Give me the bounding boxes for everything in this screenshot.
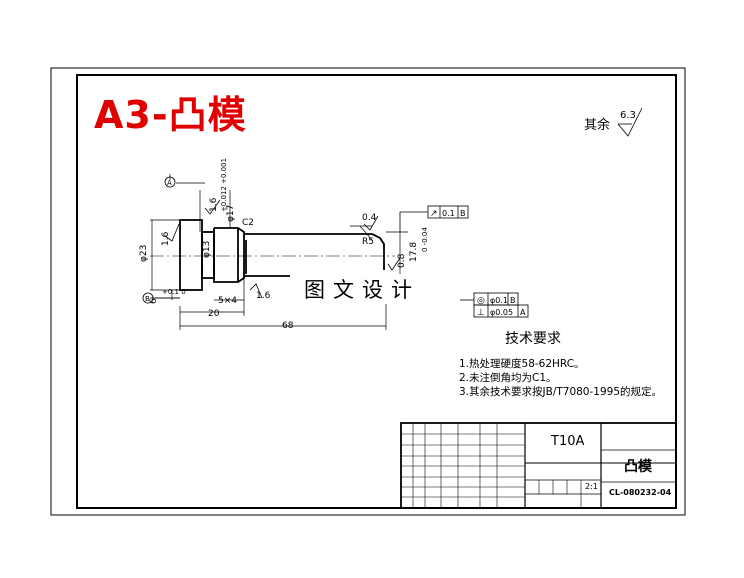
perpendicularity-icon: ⊥ bbox=[477, 308, 485, 318]
concentricity-datum: B bbox=[510, 296, 516, 305]
part-profile bbox=[179, 219, 385, 291]
runout-datum: B bbox=[460, 209, 466, 218]
dim-d178-tol: 0 -0.04 bbox=[421, 227, 429, 252]
dim-chamfer: C2 bbox=[242, 218, 254, 228]
drawing-number: CL-080232-04 bbox=[609, 488, 672, 497]
dim-16-left: 1.6 bbox=[161, 231, 171, 246]
concentricity-value: φ0.1 bbox=[490, 296, 508, 305]
dim-len68: 68 bbox=[282, 321, 294, 331]
dim-rough-04: 0.4 bbox=[362, 213, 377, 223]
dim-d23: φ23 bbox=[139, 245, 149, 262]
title-block bbox=[400, 422, 677, 509]
part-name-label: 凸模 bbox=[624, 459, 652, 475]
datum-symbols bbox=[142, 176, 180, 304]
dim-d17-tol: +0.012 +0.001 bbox=[220, 158, 228, 212]
outer-border bbox=[50, 67, 686, 516]
requirement-item-1: 1.热处理硬度58-62HRC。 bbox=[459, 358, 585, 370]
dimension-texts: φ23 1.6 φ13 1.6 φ17 +0.012 +0.001 C2 R5 … bbox=[139, 110, 636, 331]
dimension-lines bbox=[150, 174, 408, 330]
perpendicularity-datum: A bbox=[520, 308, 526, 317]
dim-groove: 5×4 bbox=[218, 296, 237, 306]
dim-d13: φ13 bbox=[202, 241, 212, 258]
perpendicularity-value: φ0.05 bbox=[490, 308, 513, 317]
rest-roughness-label: 其余 bbox=[584, 118, 611, 133]
rest-roughness-value: 6.3 bbox=[620, 110, 636, 121]
requirements-heading: 技术要求 bbox=[505, 331, 561, 347]
dim-radius: R5 bbox=[362, 237, 374, 247]
tolerance-frames bbox=[399, 205, 529, 318]
watermark-text: 图文设计 bbox=[300, 274, 424, 304]
dim-rough-16-bottom: 1.6 bbox=[256, 291, 271, 301]
runout-icon: ↗ bbox=[430, 209, 438, 219]
dim-len20: 20 bbox=[208, 309, 220, 319]
datum-a-label: A bbox=[167, 179, 172, 187]
inner-border bbox=[76, 74, 677, 509]
dim-rough-08: 0.8 bbox=[397, 253, 407, 268]
dim-len6-tol: +0.1 0 bbox=[162, 288, 186, 296]
dim-len6: 6 bbox=[149, 298, 159, 304]
dim-16-top: 1.6 bbox=[209, 197, 219, 212]
drawing-title: A3-凸模 bbox=[94, 93, 247, 137]
dim-d17: φ17 bbox=[226, 205, 236, 222]
requirement-item-3: 3.其余技术要求按JB/T7080-1995的规定。 bbox=[459, 386, 663, 398]
concentricity-icon: ◎ bbox=[477, 296, 485, 306]
roughness-symbols bbox=[164, 107, 643, 299]
dim-d178: 17.8 bbox=[409, 242, 419, 262]
runout-value: 0.1 bbox=[442, 209, 455, 218]
material-label: T10A bbox=[551, 434, 585, 449]
requirement-item-2: 2.未注倒角均为C1。 bbox=[459, 372, 557, 384]
datum-b-label: B bbox=[145, 295, 150, 303]
scale-label: 2:1 bbox=[585, 482, 598, 491]
